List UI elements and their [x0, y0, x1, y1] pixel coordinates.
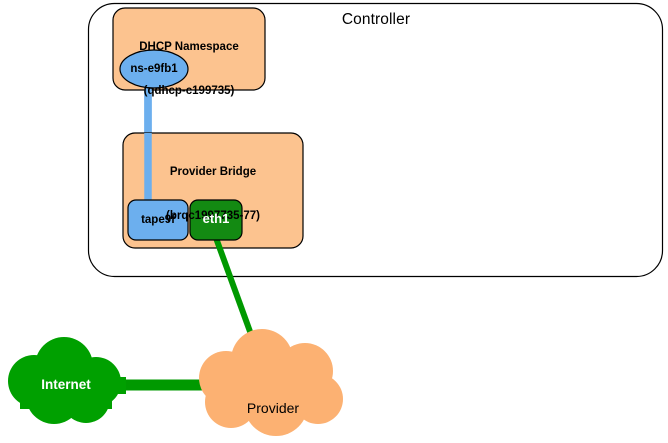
link-eth1-to-provider-network — [213, 236, 259, 350]
interface-ns-e9fb1[interactable] — [119, 49, 189, 89]
interface-tape9f[interactable] — [127, 199, 189, 241]
interface-eth1[interactable] — [189, 199, 243, 241]
cloud-internet[interactable] — [8, 337, 126, 424]
cloud-provider-network[interactable] — [199, 329, 343, 436]
